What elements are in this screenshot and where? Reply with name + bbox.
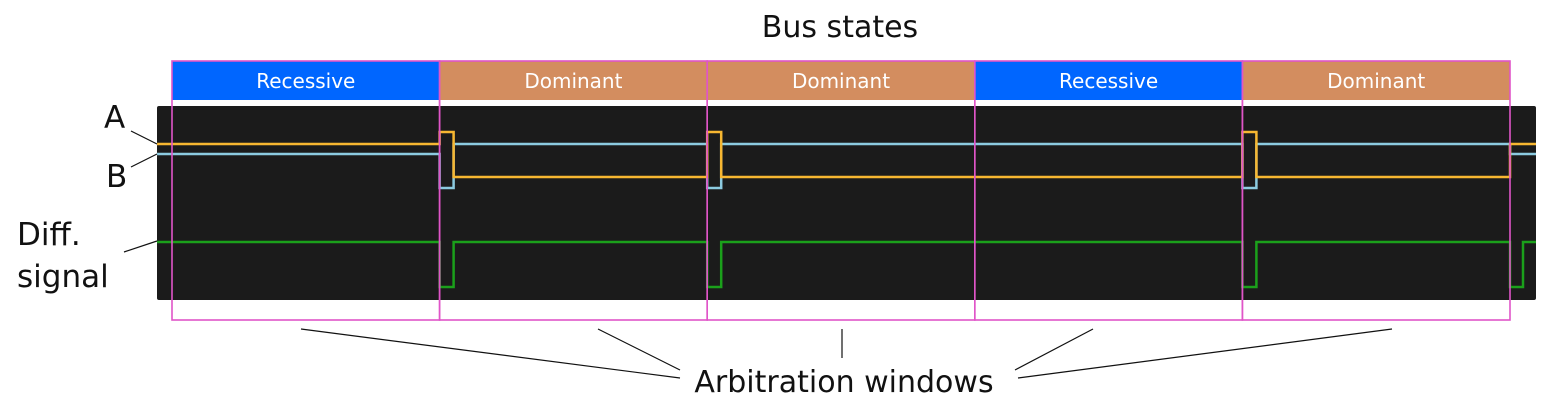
state-label-1: Recessive xyxy=(256,69,355,93)
diff-signal-trace xyxy=(157,240,1536,289)
state-bar-2 xyxy=(439,61,708,100)
state-bar-5 xyxy=(1242,61,1510,100)
scope-display xyxy=(157,106,1536,300)
signal-a-trace xyxy=(157,130,1536,179)
signal-b-leader xyxy=(130,153,158,168)
state-bar-1 xyxy=(172,61,440,100)
callout-line-2 xyxy=(597,328,681,371)
diff-signal-label-line2: signal xyxy=(17,259,109,295)
state-label-4: Recessive xyxy=(1059,69,1158,93)
state-bar-3 xyxy=(707,61,975,100)
signal-a-label: A xyxy=(104,100,125,136)
signal-b-label: B xyxy=(106,159,127,195)
diff-signal-label-line1: Diff. xyxy=(17,217,81,253)
arbitration-window-outlines xyxy=(171,60,1511,321)
callout-line-5 xyxy=(1017,328,1393,379)
diff-signal-leader xyxy=(123,240,158,253)
signal-a-leader xyxy=(130,130,158,145)
arbitration-windows-label: Arbitration windows xyxy=(694,365,993,400)
arbitration-window-callouts xyxy=(300,328,1393,379)
state-label-5: Dominant xyxy=(1327,69,1425,93)
arbitration-window-5 xyxy=(1241,60,1511,321)
diagram-title: Bus states xyxy=(762,10,918,45)
signal-traces xyxy=(157,130,1536,289)
state-label-2: Dominant xyxy=(524,69,622,93)
bus-state-header: Recessive Dominant Dominant Recessive Domina… xyxy=(172,61,1510,100)
state-bar-4 xyxy=(974,61,1243,100)
state-label-3: Dominant xyxy=(792,69,890,93)
callout-line-4 xyxy=(1014,328,1094,371)
callout-line-1 xyxy=(300,328,681,379)
